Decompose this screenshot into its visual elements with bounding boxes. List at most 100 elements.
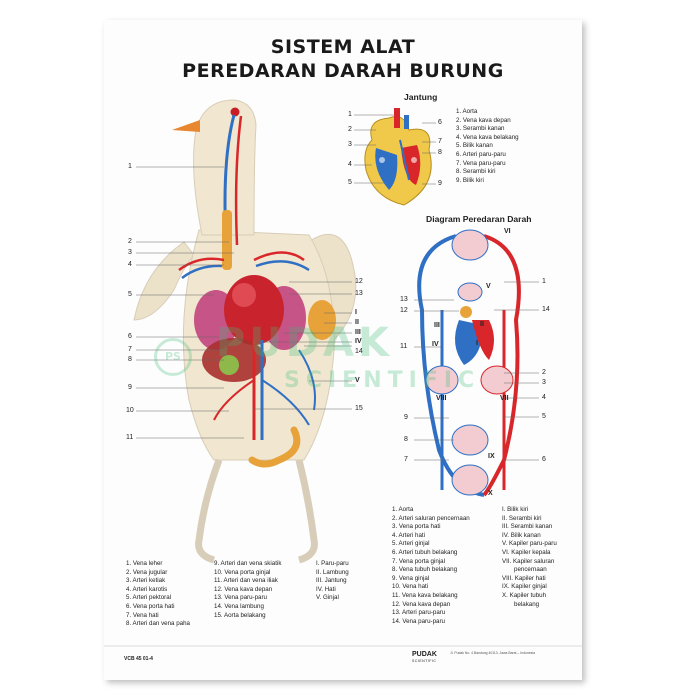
- diagram-heading: Diagram Peredaran Darah: [426, 214, 532, 224]
- bird-leader-lines: [136, 166, 352, 439]
- diagram-label: 5: [542, 413, 546, 420]
- bird-label: 7: [128, 346, 132, 353]
- heart-heading: Jantung: [404, 92, 438, 102]
- legend-item: 6. Arteri tubuh belakang: [392, 548, 458, 556]
- legend-item: 3. Vena porta hati: [392, 523, 441, 531]
- legend-item: VIII. Kapiler hati: [502, 574, 546, 582]
- watermark-badge: PS: [154, 338, 192, 376]
- legend-item: 11. Vena kava belakang: [392, 591, 458, 599]
- heart-label: 9: [438, 180, 442, 187]
- legend-item: 5. Arteri pektoral: [126, 594, 172, 602]
- legend-item: II. Serambi kiri: [502, 514, 542, 522]
- legend-item: 10. Vena porta ginjal: [214, 568, 271, 576]
- heart-label: 7: [438, 138, 442, 145]
- heart-legend-item: 4. Vena kava belakang: [456, 133, 519, 141]
- heart-legend-item: 6. Arteri paru-paru: [456, 150, 506, 158]
- heart-legend-item: 3. Serambi kanan: [456, 125, 505, 133]
- legend-item: V. Ginjal: [316, 594, 339, 602]
- illustration-canvas: [104, 99, 582, 647]
- legend-item: 9. Arteri dan vena skiatik: [214, 560, 282, 567]
- title-line-1: SISTEM ALAT: [270, 36, 416, 58]
- legend-item: 4. Arteri hati: [392, 531, 426, 539]
- legend-item: IV. Bilik kanan: [502, 531, 541, 539]
- bird-label: 3: [128, 249, 132, 256]
- bird-label: 6: [128, 333, 132, 340]
- diagram-label: 11: [400, 343, 408, 350]
- heart-label: 4: [348, 161, 352, 168]
- heart-label: 5: [348, 179, 352, 186]
- diagram-label: 2: [542, 369, 546, 376]
- diagram-roman-label: X: [488, 490, 493, 497]
- legend-item: 3. Arteri ketiak: [126, 577, 166, 585]
- brand-logo-text: PUDAK: [412, 651, 437, 658]
- bird-label: IV: [355, 338, 362, 345]
- bird-illustration: [133, 99, 357, 564]
- legend-item: VII. Kapiler saluran: [502, 557, 555, 565]
- diagram-roman-label: VII: [500, 395, 509, 402]
- bird-label: 15: [355, 405, 363, 412]
- circulation-diagram: [417, 229, 521, 497]
- bird-legend-col-1: 1. Vena leher 2. Vena jugular 3. Arteri …: [126, 560, 190, 629]
- legend-item: V. Kapiler paru-paru: [502, 540, 557, 548]
- legend-item: 11. Arteri dan vena iliak: [214, 577, 278, 585]
- heart-legend-item: 2. Vena kava depan: [456, 116, 511, 124]
- heart-legend-item: 9. Bilik kiri: [456, 176, 484, 184]
- legend-item: 13. Vena paru-paru: [214, 594, 267, 602]
- legend-item: 4. Arteri karotis: [126, 585, 168, 593]
- legend-item: IV. Hati: [316, 585, 336, 593]
- bird-label: 13: [355, 290, 363, 297]
- diagram-roman-label: V: [486, 283, 491, 290]
- bird-label: 8: [128, 356, 132, 363]
- heart-label: 6: [438, 119, 442, 126]
- beak: [172, 120, 200, 132]
- legend-item: 2. Arteri saluran pencernaan: [392, 514, 470, 522]
- diagram-label: 14: [542, 306, 550, 313]
- title-line-2: PEREDARAN DARAH BURUNG: [182, 60, 504, 82]
- product-code: VCB 45 01-4: [124, 656, 153, 662]
- diagram-label: 1: [542, 278, 546, 285]
- legend-item: 5. Arteri ginjal: [392, 540, 430, 548]
- legend-item: 15. Aorta belakang: [214, 611, 266, 619]
- bird-legend-col-3: I. Paru-paru II. Lambung III. Jantung IV…: [316, 560, 349, 603]
- diagram-roman-label: I: [476, 340, 478, 347]
- watermark-subtext: SCIENTIFIC: [284, 368, 481, 393]
- legend-item: 6. Vena porta hati: [126, 602, 175, 610]
- legend-item: 12. Vena kava depan: [392, 600, 451, 608]
- legend-item: 13. Arteri paru-paru: [392, 609, 446, 617]
- bird-label: 5: [128, 291, 132, 298]
- legend-item: 8. Vena tubuh belakang: [392, 566, 458, 574]
- diagram-legend-col-1: 1. Aorta 2. Arteri saluran pencernaan 3.…: [392, 506, 470, 626]
- bird-label: 11: [126, 434, 134, 441]
- diagram-roman-label: VIII: [436, 395, 447, 402]
- legend-item: X. Kapiler tubuh: [502, 591, 547, 599]
- diagram-label: 6: [542, 456, 546, 463]
- legend-item: VI. Kapiler kepala: [502, 548, 551, 556]
- legend-item: 14. Vena lambung: [214, 602, 264, 610]
- diagram-label: 9: [404, 414, 408, 421]
- bird-label: 9: [128, 384, 132, 391]
- bird-legend-col-2: 9. Arteri dan vena skiatik 10. Vena port…: [214, 560, 281, 620]
- legend-item: 9. Vena ginjal: [392, 574, 430, 582]
- legend-item: 10. Vena hati: [392, 583, 429, 591]
- diagram-roman-label: IX: [488, 453, 495, 460]
- bird-label: V: [355, 377, 360, 384]
- diagram-label: 3: [542, 379, 546, 386]
- bird-label: 10: [126, 407, 134, 414]
- diagram-roman-label: VI: [504, 228, 511, 235]
- heart-leader-lines: [354, 114, 436, 185]
- legend-item: 14. Vena paru-paru: [392, 617, 445, 625]
- legend-item: 7. Vena porta ginjal: [392, 557, 445, 565]
- diagram-roman-label: III: [434, 322, 440, 329]
- diagram-label: 13: [400, 296, 408, 303]
- heart-legend-item: 5. Bilik kanan: [456, 142, 493, 150]
- diagram-label: 12: [400, 307, 408, 314]
- heart-legend-item: 1. Aorta: [456, 108, 478, 115]
- diagram-label: 7: [404, 456, 408, 463]
- heart-legend-item: 7. Vena paru-paru: [456, 159, 506, 167]
- bird-label: 12: [355, 278, 363, 285]
- heart-label: 2: [348, 126, 352, 133]
- heart-illustration: [364, 108, 432, 206]
- legend-item: III. Serambi kanan: [502, 523, 553, 531]
- legend-item: II. Lambung: [316, 568, 349, 576]
- bird-label: 1: [128, 163, 132, 170]
